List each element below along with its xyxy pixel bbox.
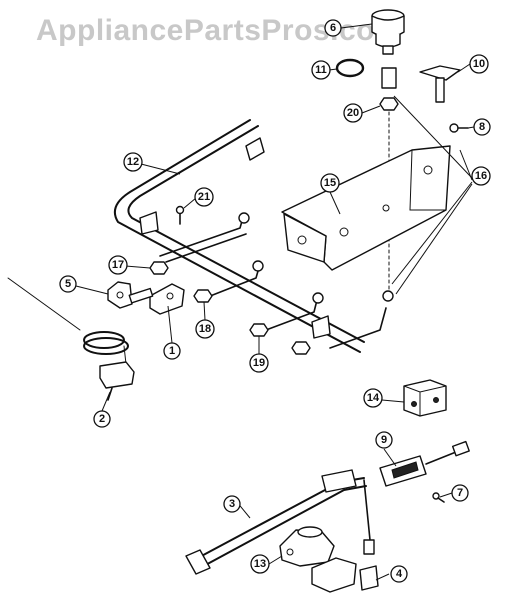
callout-circle	[123, 152, 143, 172]
callout-13: 13	[250, 554, 270, 574]
callout-circle	[469, 54, 489, 74]
part-2-thermostat	[7, 277, 135, 401]
callout-2: 2	[93, 410, 111, 428]
callout-14: 14	[363, 388, 383, 408]
callout-circle	[390, 565, 408, 583]
part-8-screw	[449, 123, 469, 133]
leader-lines	[75, 23, 475, 581]
callout-6: 6	[324, 19, 342, 37]
callout-circle	[108, 255, 128, 275]
callout-circle	[195, 319, 215, 339]
callout-circle	[451, 484, 469, 502]
callout-circle	[249, 353, 269, 373]
callout-label: 18	[199, 323, 211, 335]
callout-label: 4	[396, 568, 403, 580]
callout-1: 1	[163, 342, 181, 360]
callout-11: 11	[311, 60, 331, 80]
callout-label: 10	[473, 58, 485, 70]
callout-label: 12	[127, 156, 139, 168]
part-1-valve	[128, 283, 185, 315]
part-19-fitting	[249, 323, 269, 337]
part-7-screw	[432, 492, 445, 503]
callout-label: 20	[347, 107, 359, 119]
callout-circle	[194, 187, 214, 207]
part-11-o-ring	[335, 58, 365, 78]
callout-circle	[320, 173, 340, 193]
callout-circle	[250, 554, 270, 574]
part-20-nut-stem	[379, 67, 399, 291]
callout-label: 2	[99, 413, 105, 425]
callout-circle	[473, 118, 491, 136]
callout-4: 4	[390, 565, 408, 583]
callout-label: 19	[253, 357, 265, 369]
callout-label: 5	[65, 278, 71, 290]
callout-label: 14	[367, 392, 380, 404]
callout-circle	[375, 431, 393, 449]
part-6-regulator-cap	[371, 9, 405, 55]
part-9-igniter	[379, 440, 470, 487]
callout-3: 3	[223, 495, 241, 513]
callout-circle	[311, 60, 331, 80]
callout-label: 16	[475, 170, 487, 182]
callout-circle	[163, 342, 181, 360]
callout-label: 8	[479, 121, 485, 133]
callout-19: 19	[249, 353, 269, 373]
burner-supply-tubes	[159, 212, 394, 349]
part-10-bracket	[419, 65, 461, 103]
callout-18: 18	[195, 319, 215, 339]
callout-label: 7	[457, 487, 463, 499]
callout-label: 15	[324, 177, 336, 189]
callout-circle	[223, 495, 241, 513]
callout-label: 13	[254, 558, 266, 570]
callout-12: 12	[123, 152, 143, 172]
callout-21: 21	[194, 187, 214, 207]
callout-label: 21	[198, 191, 210, 203]
callout-9: 9	[375, 431, 393, 449]
callout-circle	[324, 19, 342, 37]
callout-circle	[363, 388, 383, 408]
callout-label: 11	[315, 64, 327, 76]
part-15-bracket-plate	[281, 145, 451, 271]
callout-17: 17	[108, 255, 128, 275]
part-18-fitting	[193, 289, 213, 303]
part-3-burner-tube	[185, 469, 375, 575]
part-5-valve-bracket	[107, 281, 133, 309]
callout-label: 17	[112, 259, 124, 271]
part-4-switch	[311, 557, 379, 593]
callout-7: 7	[451, 484, 469, 502]
part-17-fitting	[149, 261, 169, 275]
callout-15: 15	[320, 173, 340, 193]
watermark-text: AppliancePartsPros.com	[36, 14, 402, 47]
callout-circle	[59, 275, 77, 293]
callout-10: 10	[469, 54, 489, 74]
callout-circle	[471, 166, 491, 186]
part-13-regulator	[279, 526, 335, 567]
callout-label: 9	[381, 434, 387, 446]
callout-label: 3	[229, 498, 235, 510]
part-12-manifold-tube	[114, 119, 365, 353]
part-14-terminal-block	[403, 379, 447, 417]
part-21-screw	[175, 205, 185, 225]
callout-8: 8	[473, 118, 491, 136]
callout-label: 1	[169, 345, 175, 357]
callout-circle	[343, 103, 363, 123]
callout-5: 5	[59, 275, 77, 293]
callout-20: 20	[343, 103, 363, 123]
callout-circle	[93, 410, 111, 428]
callout-16: 16	[471, 166, 491, 186]
callout-label: 6	[330, 22, 336, 34]
